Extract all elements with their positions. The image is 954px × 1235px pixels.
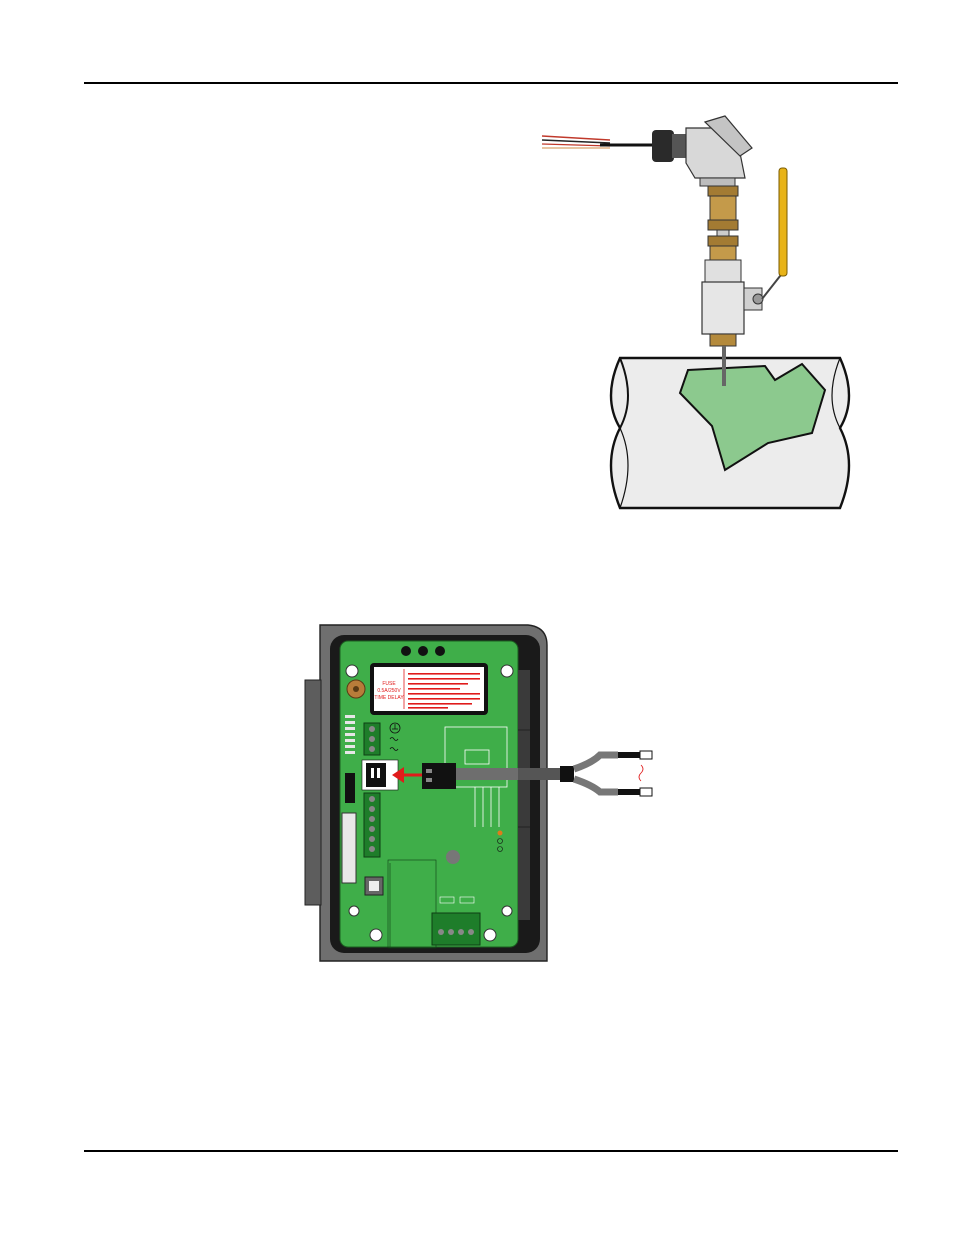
fuse-label-line2: 0.5A/250V [377,688,401,694]
junction-head [686,116,752,186]
valve-handle [779,168,787,276]
power-terminal-block [364,723,380,755]
circuit-board-drawing: FUSE 0.5A/250V TIME DELAY [300,615,670,970]
header-rule [84,82,898,84]
footer-rule [84,1150,898,1152]
fuse-label-line3: TIME DELAY [374,695,404,701]
probe-installation-drawing [540,108,870,518]
probe-installation-figure [540,108,870,518]
cable-wires [542,136,655,148]
top-components [401,646,445,656]
fuse-label-line1: FUSE [382,681,396,687]
circuit-board-figure: FUSE 0.5A/250V TIME DELAY [300,615,670,970]
brass-fittings [708,186,738,260]
ball-valve [702,260,784,346]
fuse-holder [347,680,365,698]
output-terminal-block [364,793,380,857]
fuse-warning-label: FUSE 0.5A/250V TIME DELAY [370,663,488,715]
cable-gland [652,130,686,162]
